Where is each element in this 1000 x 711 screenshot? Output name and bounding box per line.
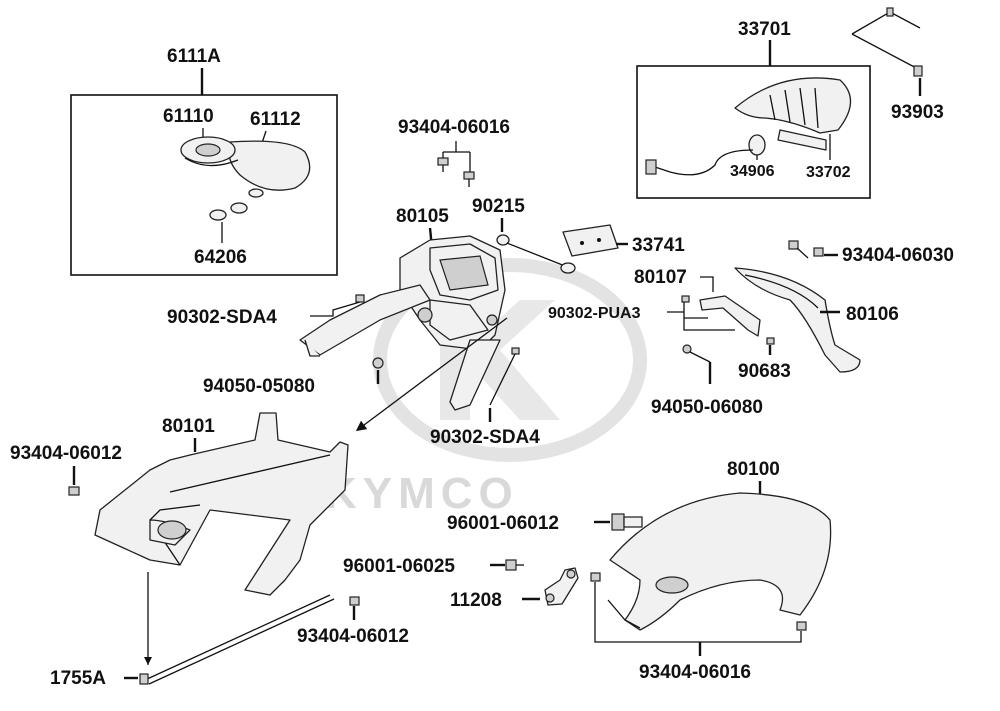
group-box-33701 [636,65,871,199]
label-90215: 90215 [472,196,525,217]
label-93404-06016-top: 93404-06016 [398,117,510,138]
label-61110: 61110 [163,106,214,127]
label-94050-05080: 94050-05080 [203,376,315,397]
screws-93404-06016-top: 93404-06016 [398,117,510,187]
label-93404-06016-bottom: 93404-06016 [639,662,751,683]
label-90302-PUA3: 90302-PUA3 [548,305,641,322]
clip-90302-SDA4-bottom: 90302-SDA4 [430,347,540,448]
lens-strip [777,129,827,151]
bolt-94050-06080: 94050-06080 [651,344,763,418]
label-90302-SDA4-b: 90302-SDA4 [430,427,540,448]
label-80107: 80107 [634,267,687,288]
label-94050-06080: 94050-06080 [651,397,763,418]
label-90302-SDA4-a: 90302-SDA4 [167,307,277,328]
reflector-61112 [228,140,311,191]
plate-33741: 33741 [562,224,685,257]
rear-frame-80105: 80105 [299,206,506,411]
label-93404-06012-bottom: 93404-06012 [297,626,409,647]
label-33702: 33702 [806,164,851,181]
label-93903: 93903 [891,102,944,123]
label-96001-06012: 96001-06012 [447,513,559,534]
label-1755A: 1755A [50,668,106,689]
screws-93404-06030: 93404-06030 [788,240,954,266]
label-33701: 33701 [738,19,791,40]
screw-93404-06012-bottom: 93404-06012 [297,596,409,647]
label-33741: 33741 [632,235,685,256]
grommet [230,202,248,214]
label-80101: 80101 [162,416,215,437]
bolt-96001-06012: 96001-06012 [447,513,643,534]
clips-90302-PUA3: 90302-PUA3 [548,295,735,331]
tail-lamp-33701 [734,77,852,134]
group-33701: 33701 34906 33702 [636,19,871,199]
bolt-96001-06025: 96001-06025 [343,556,524,577]
grommet [209,209,227,221]
bracket-11208: 11208 [450,567,579,611]
label-93404-06012-left: 93404-06012 [10,443,122,464]
group-6111A: 6111A 61110 61112 64206 [70,46,338,276]
tray-80101: 80101 [94,412,349,596]
wire-93903: 93903 [851,7,944,123]
cover-80106: 80106 [734,267,899,373]
bracket-80107: 80107 [634,267,761,337]
bolt-94050-05080: 94050-05080 [203,357,384,397]
watermark-text: KYMCO [325,469,519,518]
cable-1755A: 1755A [50,572,335,689]
label-64206: 64206 [194,247,247,268]
label-6111A: 6111A [167,46,221,67]
label-96001-06025: 96001-06025 [343,556,455,577]
screws-93404-06016-bottom: 93404-06016 [590,572,807,683]
nut-90683: 90683 [738,337,791,382]
label-80106: 80106 [846,304,899,325]
screw-93404-06012-left: 93404-06012 [10,443,122,496]
label-90683: 90683 [738,361,791,382]
bracket-90215: 90215 [472,196,576,274]
label-61112: 61112 [250,109,301,130]
bulb-34906 [748,134,766,156]
label-34906: 34906 [730,163,775,180]
fender-80100: 80100 [607,459,832,631]
label-11208: 11208 [450,590,502,611]
grommet [248,188,264,198]
label-80105: 80105 [396,206,449,227]
label-93404-06030: 93404-06030 [842,245,954,266]
clip-90302-SDA4-left: 90302-SDA4 [167,294,365,328]
group-box-6111A [70,94,338,276]
label-80100: 80100 [727,459,780,480]
